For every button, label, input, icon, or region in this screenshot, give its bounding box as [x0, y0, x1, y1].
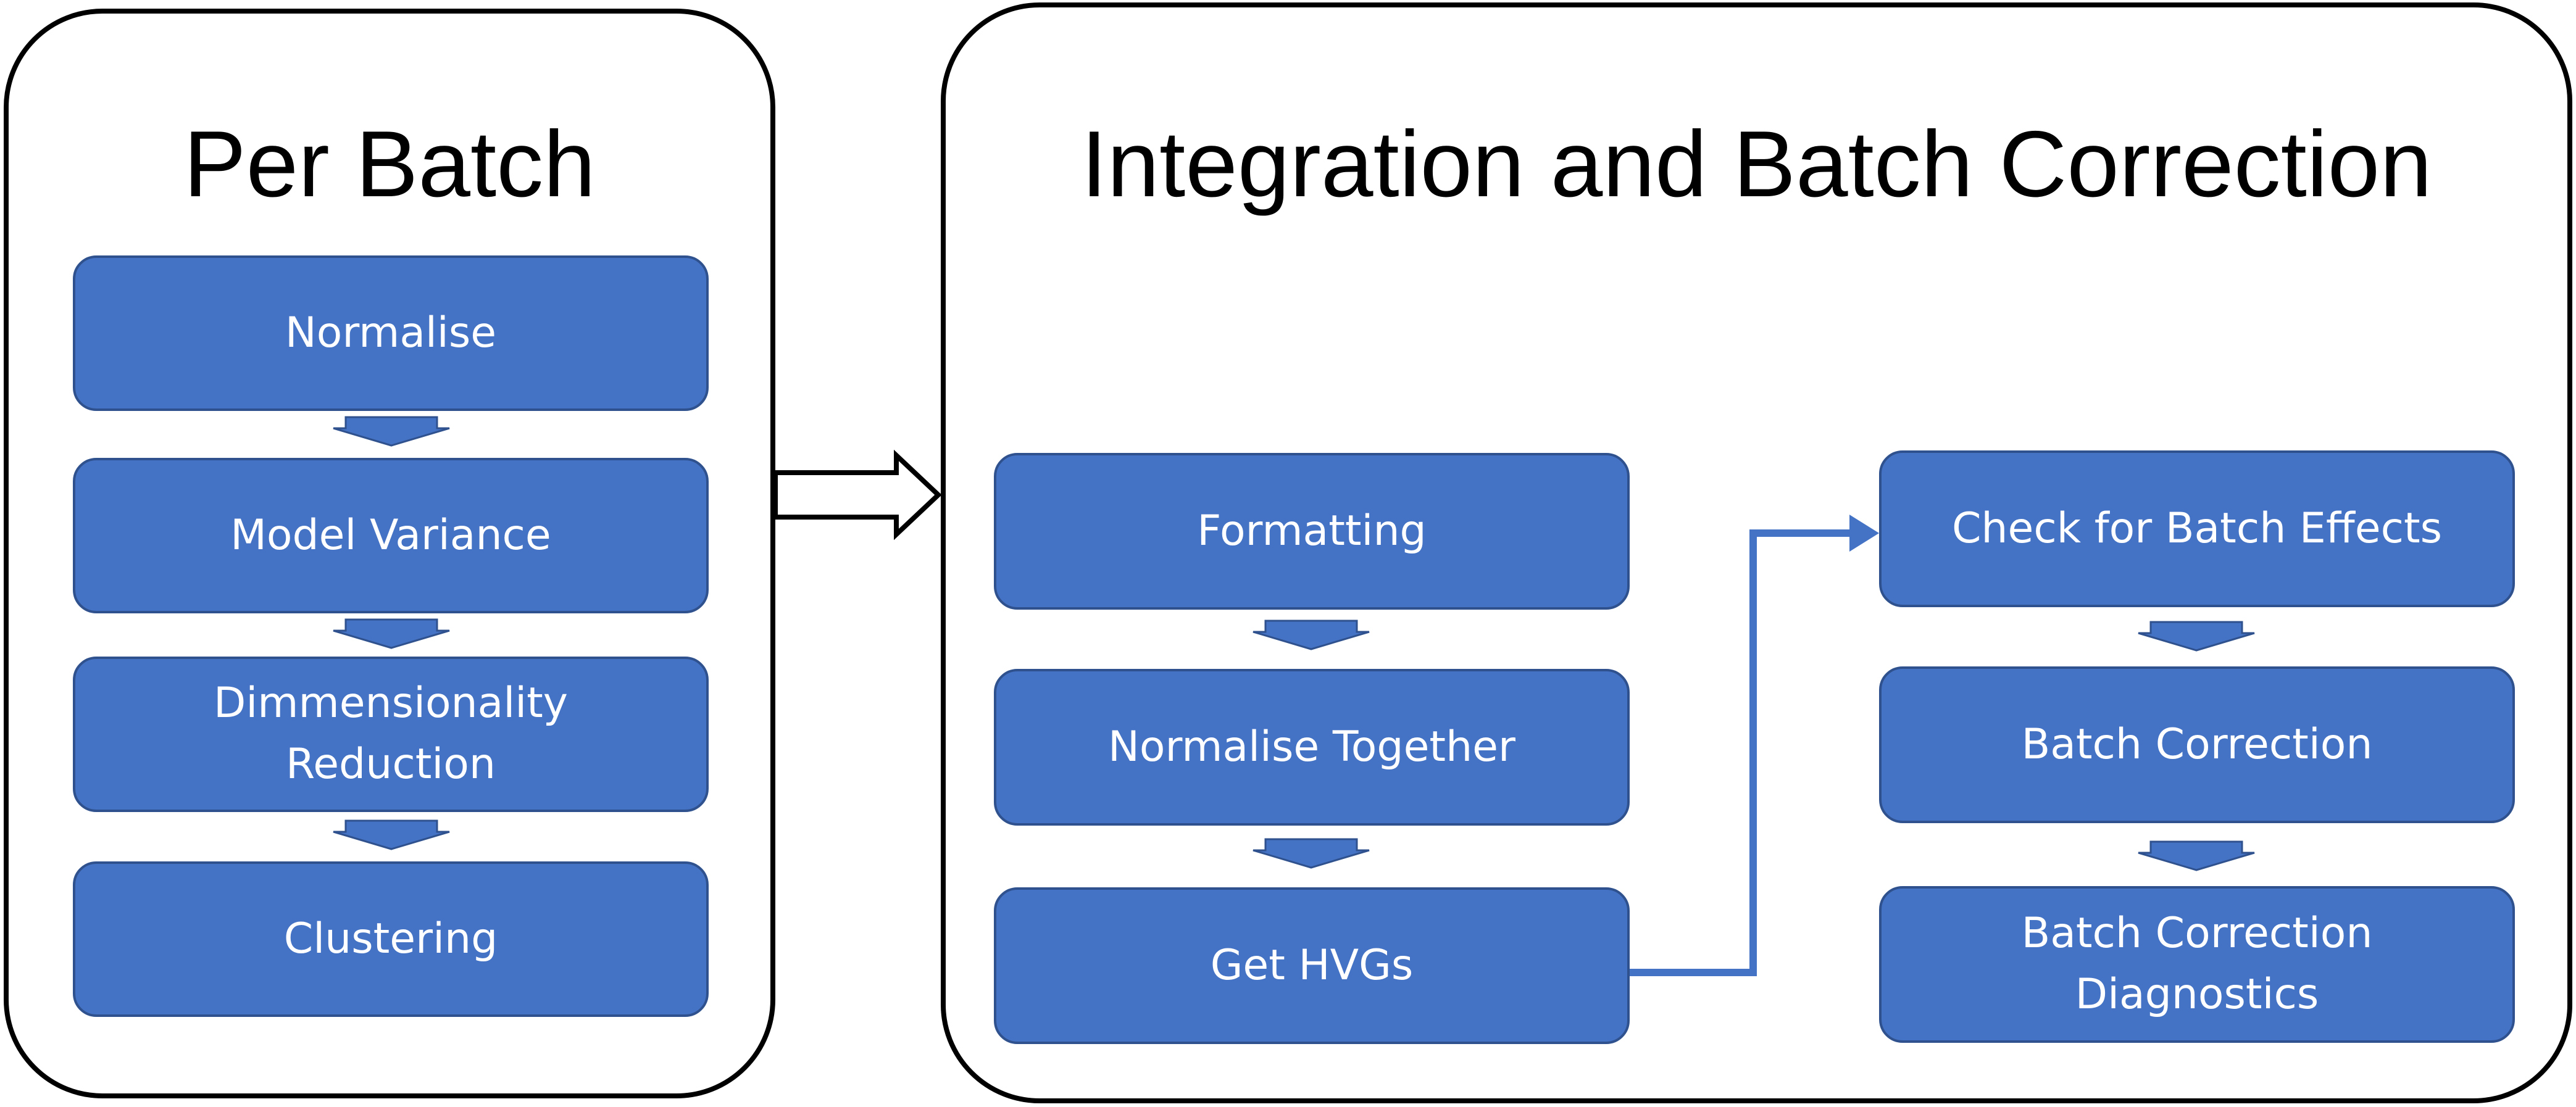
step-check-batch-effects: Check for Batch Effects — [1879, 450, 2515, 607]
step-normalise: Normalise — [73, 255, 709, 411]
down-arrow-7 — [2138, 840, 2255, 871]
elbow-connector — [1630, 529, 1852, 976]
step-model-variance: Model Variance — [73, 458, 709, 613]
step-formatting: Formatting — [994, 453, 1630, 610]
down-arrow-5 — [1253, 838, 1370, 869]
down-arrow-6 — [2138, 621, 2255, 652]
down-arrow-1 — [333, 416, 450, 447]
per-batch-title: Per Batch — [183, 112, 596, 217]
down-arrow-2 — [333, 618, 450, 649]
step-clustering: Clustering — [73, 861, 709, 1017]
step-normalise-together: Normalise Together — [994, 669, 1630, 826]
down-arrow-4 — [1253, 620, 1370, 650]
step-dimensionality-reduction: Dimmensionality Reduction — [73, 657, 709, 812]
integration-title: Integration and Batch Correction — [1081, 112, 2432, 217]
panel-transition-arrow — [773, 449, 942, 541]
step-batch-correction-diagnostics: Batch Correction Diagnostics — [1879, 886, 2515, 1043]
step-get-hvgs: Get HVGs — [994, 887, 1630, 1044]
step-batch-correction: Batch Correction — [1879, 666, 2515, 823]
elbow-connector-arrowhead — [1849, 515, 1879, 552]
down-arrow-3 — [333, 819, 450, 850]
